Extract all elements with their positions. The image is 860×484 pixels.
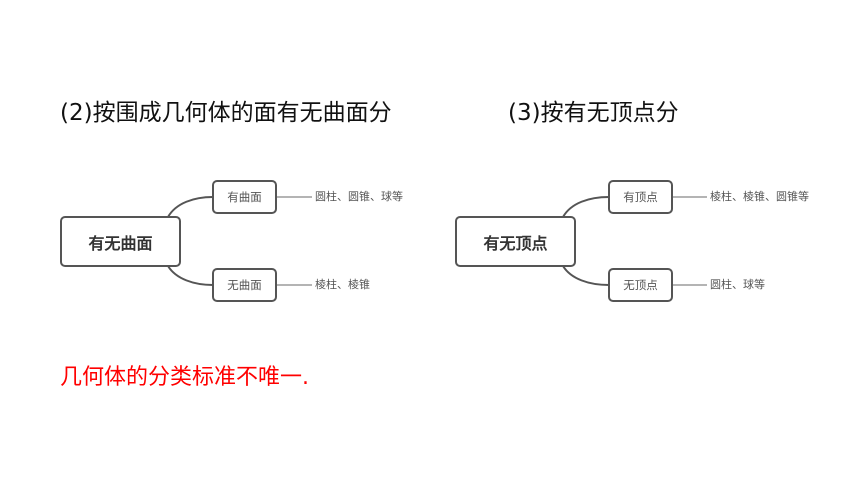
- connector-left-root-to-top: [167, 196, 214, 218]
- leaf-curved-surface-examples: 圆柱、圆锥、球等: [315, 190, 403, 203]
- root-node-curved-surface: 有无曲面: [60, 216, 181, 267]
- connector-left-root-to-bottom: [167, 265, 214, 286]
- leaf-no-vertex-examples: 圆柱、球等: [710, 278, 765, 291]
- heading-classification-by-curved-surface: (2)按围成几何体的面有无曲面分: [60, 100, 392, 126]
- heading-classification-by-vertex: (3)按有无顶点分: [508, 100, 679, 126]
- connector-right-root-to-top: [562, 196, 610, 218]
- node-label: 无顶点: [623, 278, 658, 292]
- node-has-vertex: 有顶点: [608, 180, 673, 214]
- root-node-label: 有无顶点: [483, 233, 548, 253]
- node-label: 有顶点: [623, 190, 658, 204]
- node-no-vertex: 无顶点: [608, 268, 673, 302]
- leaf-no-curved-surface-examples: 棱柱、棱锥: [315, 278, 370, 291]
- node-label: 无曲面: [227, 278, 262, 292]
- root-node-label: 有无曲面: [88, 233, 153, 253]
- leaf-vertex-examples: 棱柱、棱锥、圆锥等: [710, 190, 809, 203]
- conclusion-text: 几何体的分类标准不唯一.: [60, 365, 309, 390]
- node-label: 有曲面: [227, 190, 262, 204]
- connector-right-root-to-bottom: [562, 265, 610, 286]
- root-node-vertex: 有无顶点: [455, 216, 576, 267]
- node-no-curved-surface: 无曲面: [212, 268, 277, 302]
- node-has-curved-surface: 有曲面: [212, 180, 277, 214]
